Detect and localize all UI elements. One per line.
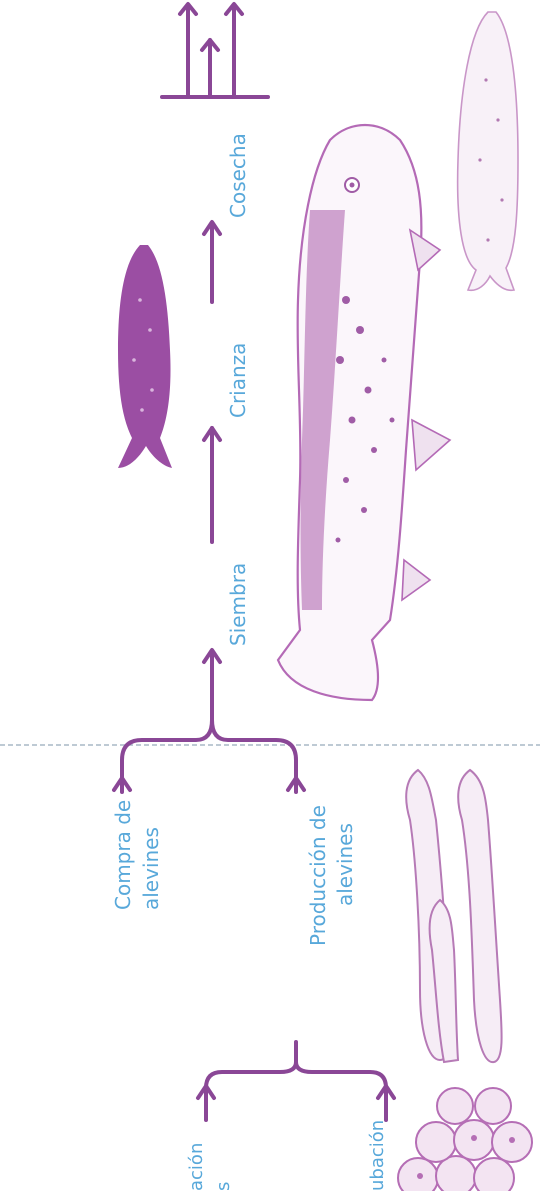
label-produccion-line2: alevines — [333, 823, 357, 906]
label-partial-bottom: ubación — [367, 1120, 388, 1191]
alevin-larvae-illustration — [406, 770, 501, 1062]
juvenile-trout-illustration — [118, 245, 172, 468]
main-flow-line — [204, 222, 220, 708]
label-compra-line2: alevines — [139, 827, 163, 910]
label-partial-top: ación — [186, 1143, 207, 1191]
adult-trout-illustration — [278, 125, 450, 700]
label-siembra: Siembra — [226, 563, 250, 646]
label-compra-line1: Compra de — [111, 800, 135, 910]
pale-trout-illustration — [458, 12, 518, 290]
label-crianza: Crianza — [226, 343, 250, 418]
label-produccion-line1: Producción de — [306, 805, 330, 946]
alevines-merge-branch — [114, 708, 304, 792]
label-partial-top-2: s — [213, 1182, 234, 1191]
label-cosecha: Cosecha — [226, 133, 250, 218]
production-sub-branch — [198, 1042, 394, 1120]
harvest-output-arrows — [162, 4, 268, 97]
eggs-illustration — [398, 1088, 532, 1191]
